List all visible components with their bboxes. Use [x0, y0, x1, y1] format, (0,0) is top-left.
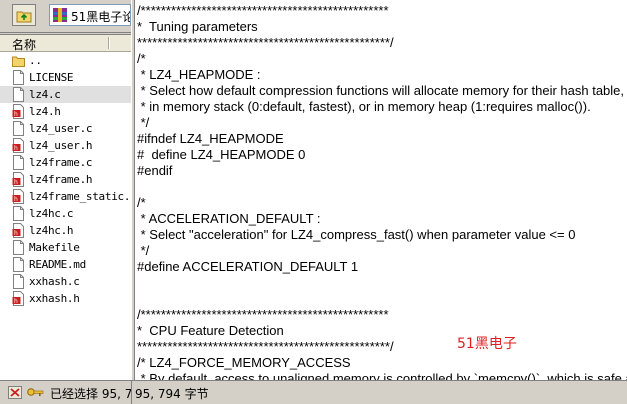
status-bar-left: 已经选择 95, 794: [0, 380, 131, 404]
code-line: * Select "acceleration" for LZ4_compress…: [137, 227, 576, 242]
header-file-icon: h: [12, 172, 24, 187]
code-line: * in memory stack (0:default, fastest), …: [137, 99, 591, 114]
code-line: * ACCELERATION_DEFAULT :: [137, 211, 321, 226]
file-name: lz4frame_static.h: [29, 190, 131, 203]
file-list-item[interactable]: h lz4frame_static.h: [0, 188, 131, 205]
code-line: ****************************************…: [137, 35, 394, 50]
file-name: lz4frame.c: [29, 156, 93, 169]
file-list-item[interactable]: ..: [0, 52, 131, 69]
code-line: */: [137, 243, 150, 258]
file-name: ..: [29, 54, 42, 67]
svg-text:h: h: [14, 179, 18, 186]
file-name: lz4frame.h: [29, 173, 93, 186]
column-header-name[interactable]: 名称: [0, 35, 131, 52]
file-list-item[interactable]: lz4frame.c: [0, 154, 131, 171]
file-list-item[interactable]: xxhash.c: [0, 273, 131, 290]
code-line: #endif: [137, 163, 173, 178]
file-name: lz4hc.h: [29, 224, 74, 237]
file-list-item[interactable]: h lz4.h: [0, 103, 131, 120]
svg-text:h: h: [14, 298, 18, 305]
header-file-icon: h: [12, 223, 24, 238]
file-list-item[interactable]: lz4.c: [0, 86, 131, 103]
pane-splitter[interactable]: [131, 0, 135, 380]
file-size-status: 95, 794 字节: [135, 387, 209, 401]
header-file-icon: h: [12, 138, 24, 153]
file-icon: [13, 240, 24, 255]
code-line: * Tuning parameters: [137, 19, 258, 34]
svg-text:h: h: [14, 111, 18, 118]
code-line: #ifndef LZ4_HEAPMODE: [137, 131, 284, 146]
file-name: lz4hc.c: [29, 207, 74, 220]
file-list-item[interactable]: h lz4hc.h: [0, 222, 131, 239]
file-name: xxhash.c: [29, 275, 80, 288]
file-list-item[interactable]: README.md: [0, 256, 131, 273]
header-file-icon: h: [12, 291, 24, 306]
close-icon[interactable]: [8, 386, 22, 399]
code-line: /*: [137, 51, 146, 66]
folder-up-button[interactable]: [12, 4, 36, 26]
file-icon: [13, 121, 24, 136]
file-icon: [13, 155, 24, 170]
file-name: xxhash.h: [29, 292, 80, 305]
key-icon: [27, 388, 44, 396]
code-line: /***************************************…: [137, 307, 389, 322]
file-icon: [13, 70, 24, 85]
file-name: lz4.c: [29, 88, 61, 101]
path-field[interactable]: 51黑电子论: [49, 4, 131, 26]
code-line: * By default, access to unaligned memory…: [140, 371, 627, 380]
code-line: */: [137, 115, 150, 130]
code-line: * Select how default compression functio…: [137, 83, 625, 98]
file-list-item[interactable]: lz4_user.c: [0, 120, 131, 137]
file-list-item[interactable]: lz4hc.c: [0, 205, 131, 222]
file-list-item[interactable]: h lz4_user.h: [0, 137, 131, 154]
status-bar-right: 95, 794 字节: [131, 380, 627, 404]
code-line: ****************************************…: [137, 339, 394, 354]
column-header-label: 名称: [12, 38, 37, 52]
file-name: lz4_user.c: [29, 122, 93, 135]
header-file-icon: h: [12, 189, 24, 204]
file-list-item[interactable]: h xxhash.h: [0, 290, 131, 307]
file-name: README.md: [29, 258, 86, 271]
path-text: 51黑电子论: [71, 10, 131, 24]
folder-icon: [12, 56, 25, 67]
header-file-icon: h: [12, 104, 24, 119]
svg-text:h: h: [14, 145, 18, 152]
watermark-text: 51黑电子: [457, 336, 517, 352]
file-icon: [13, 206, 24, 221]
text-editor[interactable]: /***************************************…: [135, 0, 627, 380]
code-line: * LZ4_HEAPMODE :: [137, 67, 261, 82]
file-list-item[interactable]: Makefile: [0, 239, 131, 256]
file-name: Makefile: [29, 241, 80, 254]
folder-up-icon: [16, 11, 32, 23]
svg-text:h: h: [14, 230, 18, 237]
file-name: lz4_user.h: [29, 139, 93, 152]
code-line: # define LZ4_HEAPMODE 0: [137, 147, 306, 162]
file-icon: [13, 274, 24, 289]
svg-text:h: h: [14, 196, 18, 203]
column-divider[interactable]: [108, 37, 109, 49]
code-line: * CPU Feature Detection: [137, 323, 284, 338]
file-name: lz4.h: [29, 105, 61, 118]
code-line: /***************************************…: [137, 3, 389, 18]
file-icon: [13, 87, 24, 102]
code-line: /* LZ4_FORCE_MEMORY_ACCESS: [137, 355, 351, 370]
file-list-item[interactable]: h lz4frame.h: [0, 171, 131, 188]
file-name: LICENSE: [29, 71, 74, 84]
code-line: #define ACCELERATION_DEFAULT 1: [137, 259, 359, 274]
file-icon: [13, 257, 24, 272]
code-line: /*: [137, 195, 146, 210]
file-list-item[interactable]: LICENSE: [0, 69, 131, 86]
file-browser-pane: 51黑电子论 名称 .. LICENSE lz4.c h lz4.h lz4_user.c…: [0, 0, 131, 403]
archive-icon: [53, 8, 67, 22]
selection-status: 已经选择 95, 794: [50, 387, 131, 401]
browser-toolbar: 51黑电子论: [0, 0, 131, 33]
